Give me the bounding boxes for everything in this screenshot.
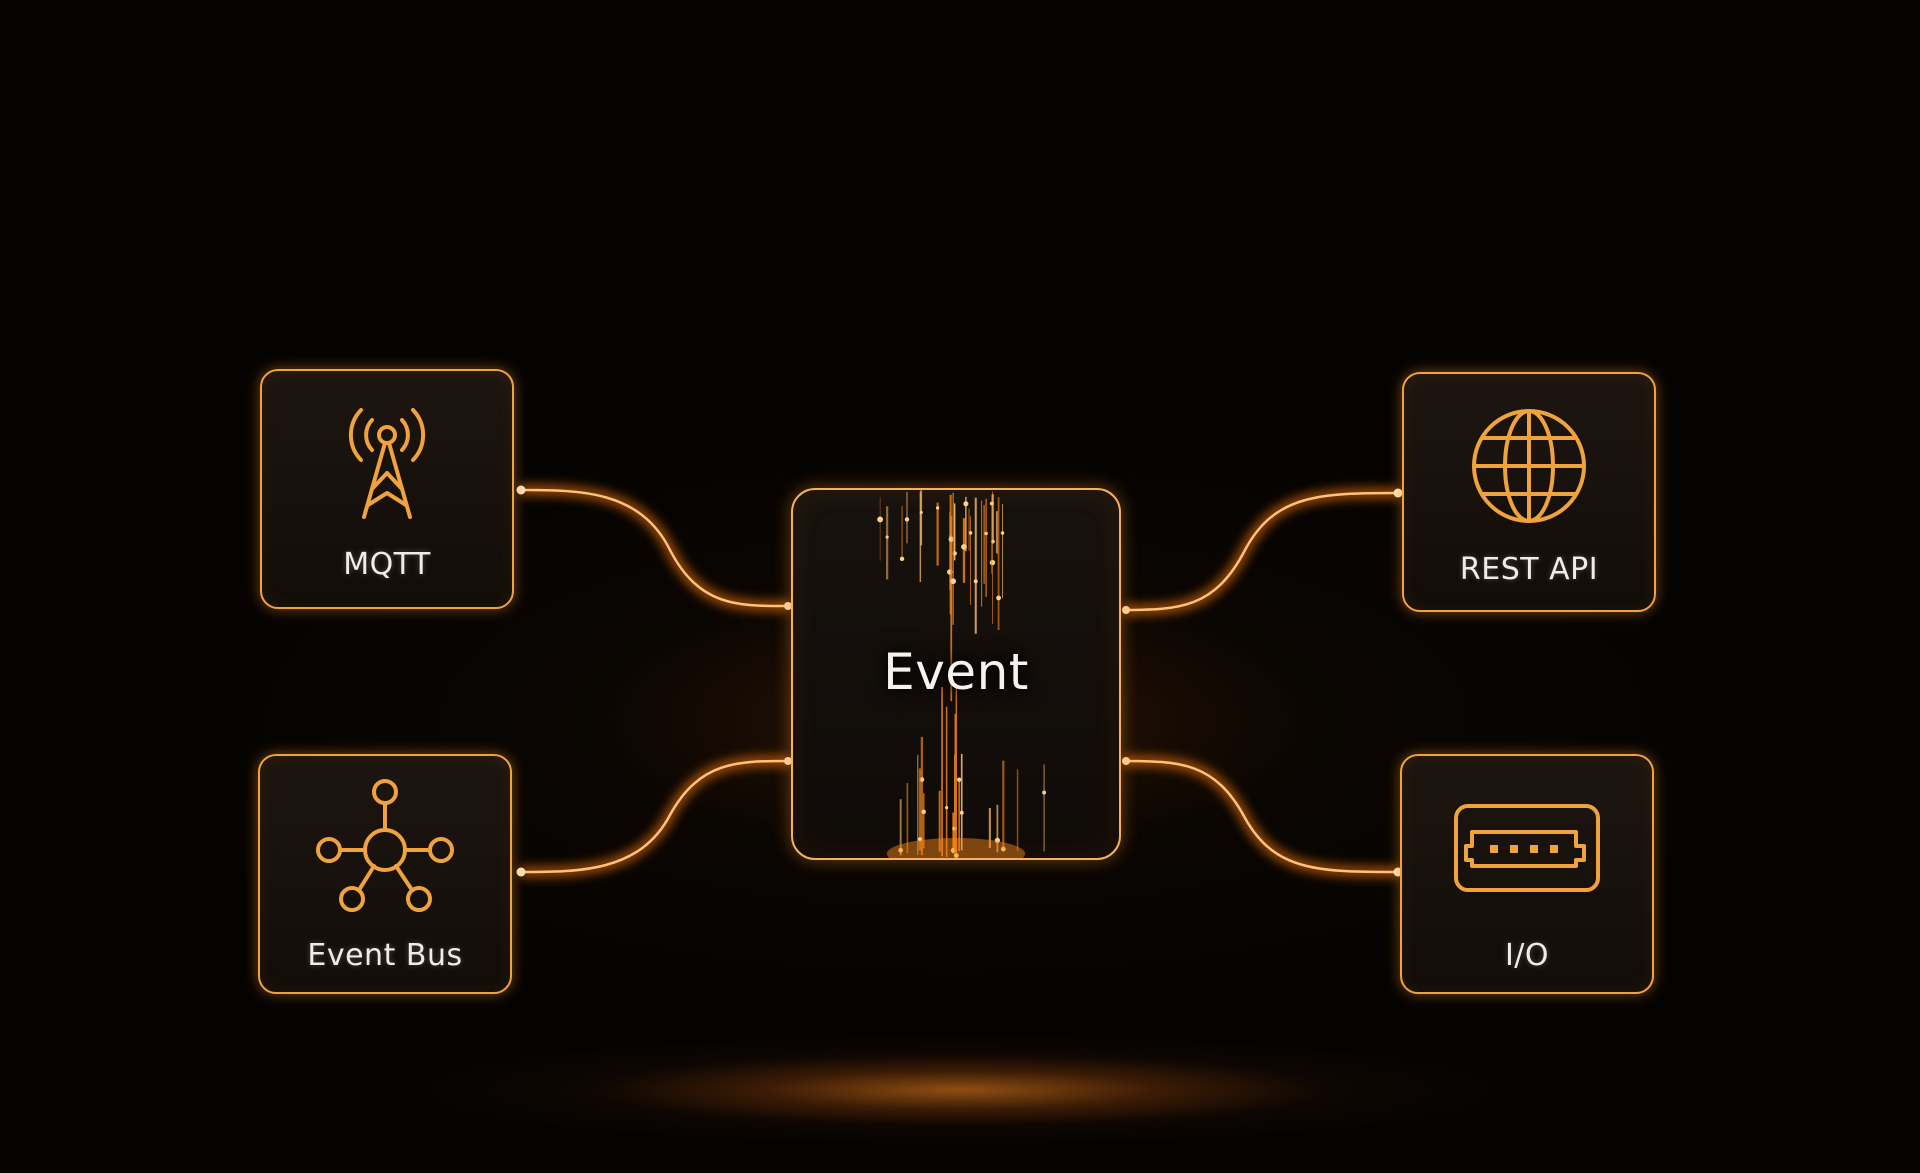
usb-port-icon: [1402, 786, 1652, 910]
wire-event-to-rest-api: [1122, 487, 1403, 616]
stream-particle: [917, 837, 923, 842]
stream-particle: [989, 501, 994, 506]
node-label: MQTT: [343, 547, 431, 582]
event-hub[interactable]: Event: [791, 488, 1121, 860]
stream-particle: [968, 530, 973, 535]
stream-particle: [944, 806, 949, 810]
stream-particle: [1000, 531, 1005, 535]
stream-particle: [953, 853, 959, 858]
antenna-tower-icon: [262, 401, 512, 525]
node-mqtt[interactable]: MQTT: [260, 369, 514, 609]
stream-particle: [919, 510, 923, 515]
stream-particle: [1042, 790, 1047, 795]
wire-event-to-io: [1122, 755, 1403, 878]
node-event-bus[interactable]: Event Bus: [258, 754, 512, 994]
stream-particle: [957, 777, 962, 782]
stream-particle: [989, 559, 996, 566]
stream-particle: [984, 531, 988, 536]
data-stream-lines: [877, 490, 1047, 858]
wire-mqtt-to-event: [516, 484, 792, 613]
stream-particle: [898, 847, 904, 853]
stream-particle: [877, 516, 884, 523]
node-io[interactable]: I/O: [1400, 754, 1654, 994]
stream-particle: [994, 837, 1001, 843]
globe-icon: [1404, 404, 1654, 528]
stream-particle: [950, 578, 957, 585]
node-label: Event Bus: [307, 938, 463, 973]
wire-eventbus-to-event: [516, 754, 792, 878]
stream-particle: [885, 535, 889, 539]
hub-base-glow: [886, 837, 1026, 858]
node-label: I/O: [1504, 938, 1550, 973]
stream-particle: [963, 501, 969, 507]
stream-particle: [899, 556, 905, 562]
node-rest-api[interactable]: REST API: [1402, 372, 1656, 612]
stream-particle: [1000, 846, 1006, 852]
stream-particle: [996, 595, 1001, 601]
stream-particle: [921, 809, 926, 815]
stream-particle: [959, 810, 964, 815]
node-label: REST API: [1459, 552, 1599, 587]
network-hub-icon: [260, 779, 510, 912]
stream-particle: [973, 579, 978, 584]
hub-title: Event: [883, 643, 1029, 701]
stream-particle: [935, 506, 940, 510]
stream-particle: [904, 517, 910, 522]
